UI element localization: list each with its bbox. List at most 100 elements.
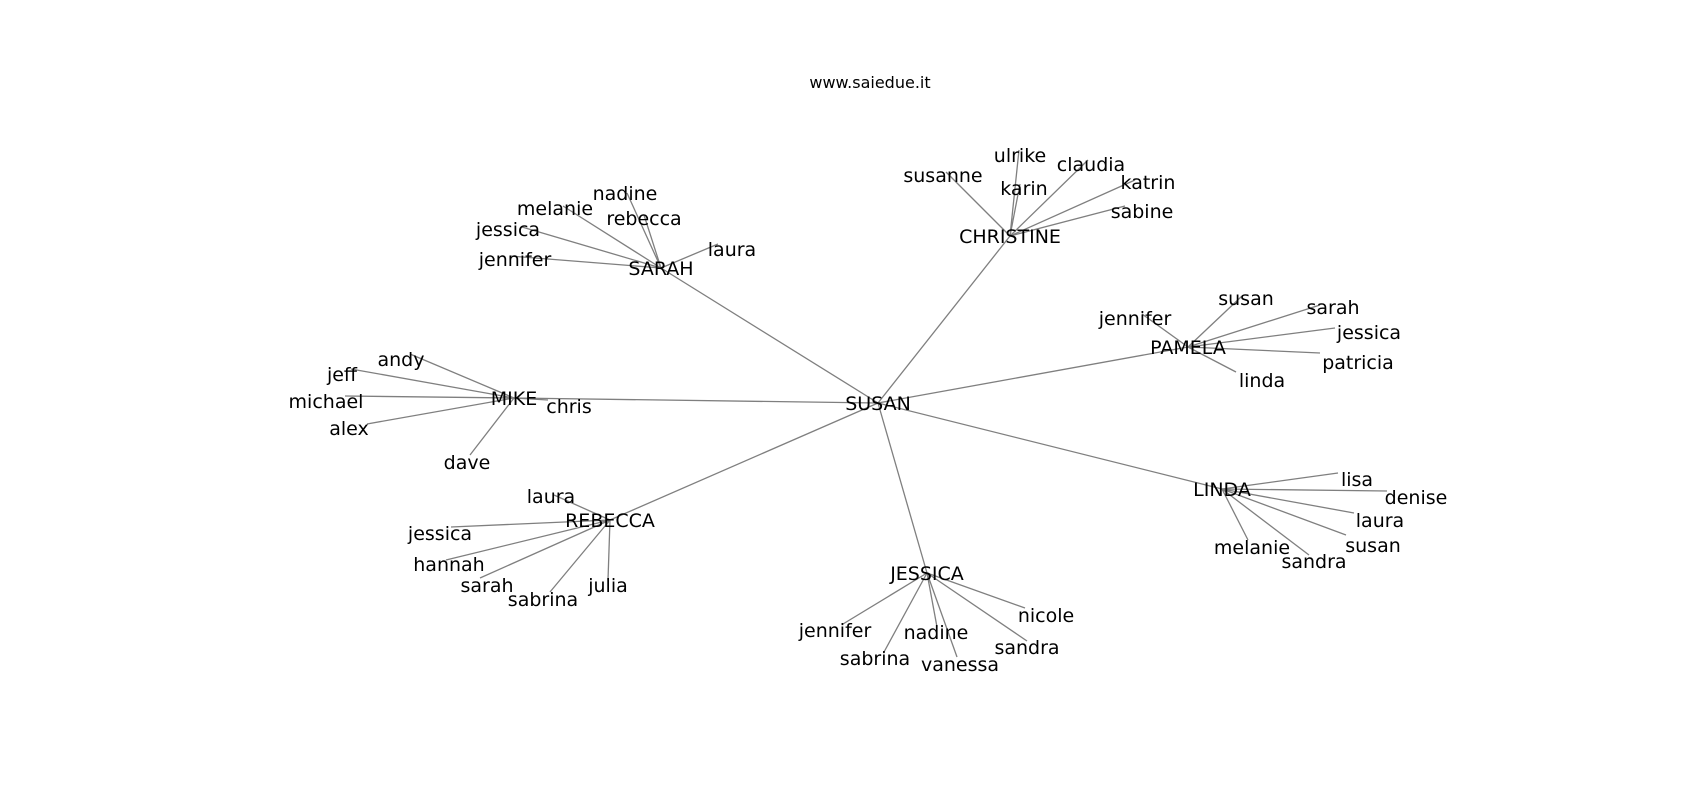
leaf-node-label: sabrina [508,589,578,611]
leaf-node-label: rebecca [606,208,681,230]
leaf-node-label: sarah [460,575,513,597]
leaf-node-label: denise [1385,487,1448,509]
leaf-node-label: jessica [475,219,540,241]
leaf-node-label: sandra [1281,551,1346,573]
leaf-node-label: jennifer [798,620,872,642]
edge-hub-leaf [626,192,662,269]
edge-hub-leaf [1187,304,1321,348]
leaf-node-label: susan [1218,288,1274,310]
leaf-node-label: hannah [413,554,484,576]
edge-root-hub [877,402,1223,490]
edge-root-hub [877,346,1189,404]
edge-hub-leaf [521,226,662,269]
hub-node-label: LINDA [1193,479,1251,501]
leaf-node-label: nicole [1018,605,1074,627]
edge-hub-leaf [562,205,662,269]
leaf-node-label: lisa [1341,469,1373,491]
leaf-node-label: andy [378,349,425,371]
edge-hub-leaf [1221,488,1249,541]
edge-hub-leaf [607,519,611,581]
edge-hub-leaf [926,572,938,628]
leaf-node-label: katrin [1121,172,1176,194]
leaf-node-label: sandra [994,637,1059,659]
leaf-node-label: susanne [903,165,982,187]
edge-hub-leaf [1187,327,1336,348]
leaf-node-label: jennifer [478,249,552,271]
leaf-node-label: melanie [1214,537,1290,559]
edge-hub-leaf [926,572,1026,609]
root-node-label: SUSAN [845,393,911,415]
edge-hub-leaf [883,572,928,653]
edge-hub-leaf [553,494,611,521]
edge-root-hub [513,397,879,404]
leaf-node-label: sabine [1111,201,1174,223]
edge-root-hub [609,402,879,521]
edge-hub-leaf [926,572,1028,642]
edge-hub-leaf [445,519,611,561]
leaf-node-label: linda [1239,370,1285,392]
edge-hub-leaf [1221,488,1355,514]
leaf-node-label: laura [1356,510,1404,532]
edge-hub-leaf [1187,346,1321,354]
leaf-node-label: chris [546,396,591,418]
leaf-node-label: laura [527,486,575,508]
edge-hub-leaf [344,395,515,399]
edge-hub-leaf [1009,183,1021,237]
edge-hub-leaf [513,397,549,401]
leaf-node-label: laura [708,239,756,261]
edge-hub-leaf [479,519,611,579]
leaf-node-label: jessica [1336,322,1401,344]
leaf-node-label: sarah [1306,297,1359,319]
leaf-node-label: jennifer [1098,308,1172,330]
edge-hub-leaf [549,519,611,593]
graph-edges [344,149,1388,658]
leaf-node-label: julia [587,575,628,597]
edge-hub-leaf [1009,159,1089,237]
edge-hub-leaf [1221,472,1339,490]
hub-node-label: PAMELA [1150,337,1226,359]
edge-hub-leaf [409,353,515,399]
edge-hub-leaf [1009,205,1126,237]
leaf-node-label: sabrina [840,648,910,670]
leaf-node-label: patricia [1322,352,1394,374]
hub-node-label: MIKE [491,388,537,410]
edge-hub-leaf [1187,295,1243,348]
edge-hub-leaf [643,214,662,269]
edge-hub-leaf [1009,149,1020,237]
edge-hub-leaf [469,397,515,456]
edge-hub-leaf [1009,179,1136,237]
leaf-node-label: dave [444,452,491,474]
leaf-node-label: melanie [517,198,593,220]
edge-hub-leaf [1221,488,1347,536]
hub-node-label: JESSICA [889,563,964,585]
leaf-node-label: nadine [593,183,658,205]
hub-node-label: SARAH [628,258,693,280]
leaf-node-label: claudia [1057,154,1125,176]
edge-hub-leaf [842,572,928,625]
edge-hub-leaf [926,572,958,658]
edge-hub-leaf [366,397,515,425]
leaf-node-label: ulrike [994,145,1046,167]
edge-root-hub [660,267,879,404]
leaf-node-label: nadine [904,622,969,644]
hub-node-label: CHRISTINE [959,226,1061,248]
leaf-node-label: jeff [326,364,358,386]
leaf-node-label: karin [1000,178,1047,200]
leaf-node-label: vanessa [921,654,999,676]
edge-hub-leaf [450,519,611,528]
edge-hub-leaf [945,171,1011,237]
edge-hub-leaf [660,243,719,269]
site-watermark: www.saiedue.it [809,73,930,92]
edge-root-hub [877,235,1011,404]
hub-node-label: REBECCA [565,510,655,532]
leaf-node-label: susan [1345,535,1401,557]
edge-hub-leaf [1187,346,1237,373]
edge-root-hub [877,402,928,574]
edge-hub-leaf [350,368,515,399]
leaf-node-label: michael [289,391,364,413]
edge-hub-leaf [1221,488,1310,556]
edge-hub-leaf [1141,313,1189,348]
edge-hub-leaf [1221,488,1388,492]
